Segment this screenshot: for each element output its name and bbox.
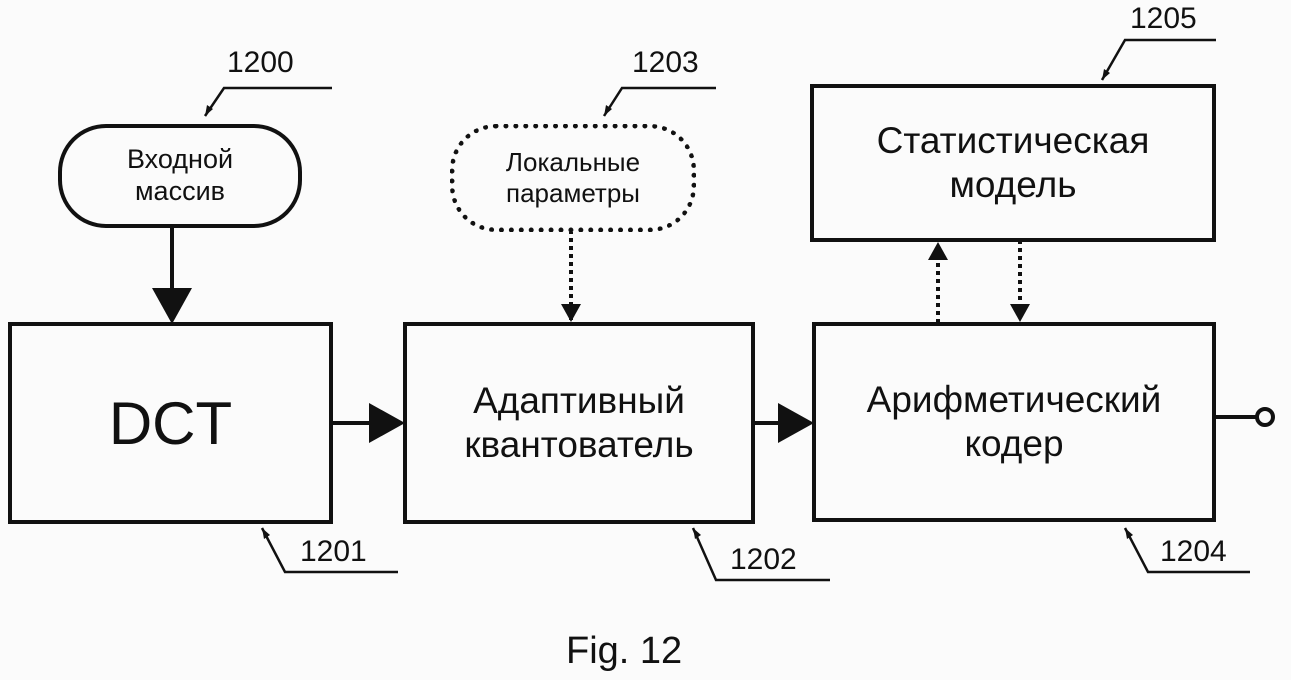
adaptive-quantizer-block: Адаптивный квантователь <box>403 322 755 524</box>
leader-1203 <box>602 86 716 117</box>
model-label-line1: Статистическая <box>876 120 1150 162</box>
ref-1204: 1204 <box>1160 535 1227 568</box>
ref-1202: 1202 <box>730 543 797 576</box>
output-terminal <box>1255 407 1275 427</box>
quantizer-label-line1: Адаптивный <box>473 380 685 422</box>
coder-label-line1: Арифметический <box>866 379 1162 421</box>
input-array-node: Входной массив <box>58 124 302 228</box>
statistical-model-block: Статистическая модель <box>810 84 1216 242</box>
dct-block: DCT <box>8 322 333 524</box>
leader-1205 <box>1100 38 1216 81</box>
ref-1201: 1201 <box>300 535 367 568</box>
leader-1200 <box>203 86 332 117</box>
model-label-line2: модель <box>949 164 1077 205</box>
input-array-label-line1: Входной <box>126 144 234 175</box>
figure-caption: Fig. 12 <box>566 630 683 672</box>
dct-label: DCT <box>108 389 233 457</box>
leader-1204 <box>1123 527 1250 574</box>
ref-1200: 1200 <box>227 46 294 79</box>
quantizer-label-line2: квантователь <box>464 424 694 465</box>
local-params-label-line2: параметры <box>506 178 640 208</box>
leader-1201 <box>260 527 398 574</box>
arithmetic-coder-block: Арифметический кодер <box>812 322 1216 522</box>
coder-label-line2: кодер <box>964 423 1064 464</box>
local-params-node: Локальные параметры <box>450 124 696 232</box>
ref-1203: 1203 <box>632 46 699 79</box>
input-array-label-line2: массив <box>134 176 225 206</box>
leader-1202 <box>691 527 830 582</box>
local-params-label-line1: Локальные <box>505 147 641 178</box>
ref-1205: 1205 <box>1130 2 1197 35</box>
